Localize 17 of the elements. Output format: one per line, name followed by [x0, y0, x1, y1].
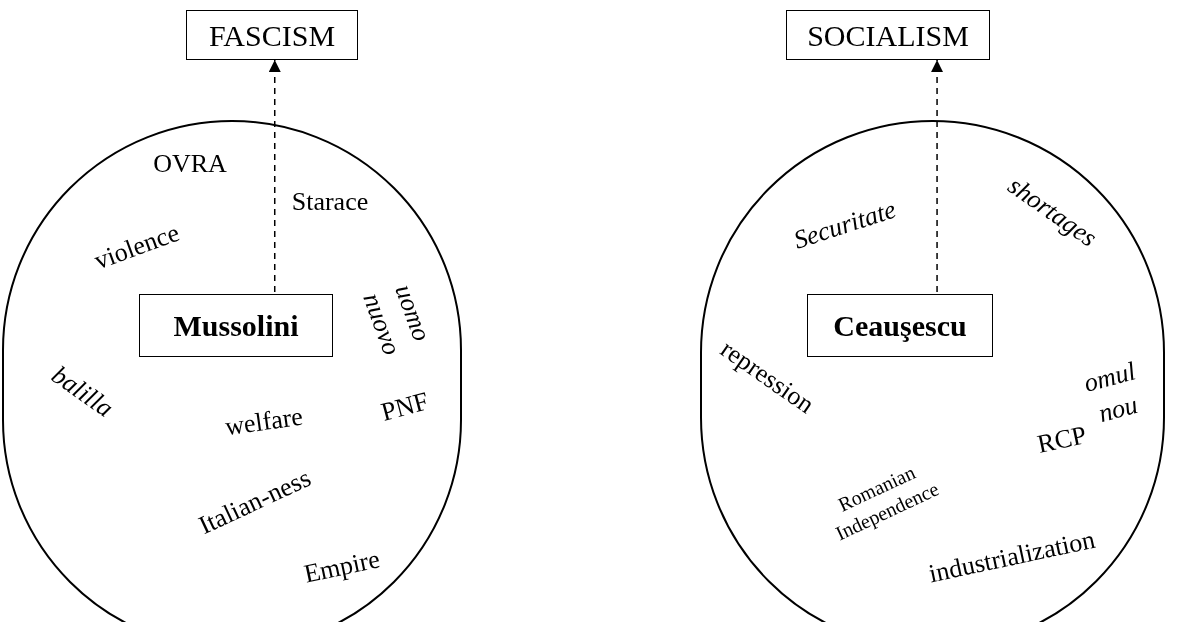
ideology-box: [786, 10, 990, 60]
keyword-text: PNF: [377, 385, 433, 430]
keyword-text: uomo nuovo: [356, 279, 438, 361]
keyword-text: OVRA: [152, 148, 228, 181]
ideology-box: [186, 10, 358, 60]
ideology-name: SOCIALISM: [807, 17, 969, 54]
dashed-arrow: [931, 59, 944, 293]
leader-box: [139, 294, 333, 357]
leader-name: Ceauşescu: [833, 308, 967, 344]
keyword-text: Securitate: [789, 193, 901, 257]
keyword-text: Empire: [300, 543, 384, 592]
keyword-text: Starace: [290, 186, 370, 219]
keyword-text: violence: [89, 217, 185, 278]
ideology-name: FASCISM: [208, 17, 336, 54]
leader-name: Mussolini: [173, 308, 299, 344]
keyword-text: welfare: [222, 401, 306, 444]
dashed-arrow: [268, 59, 281, 293]
